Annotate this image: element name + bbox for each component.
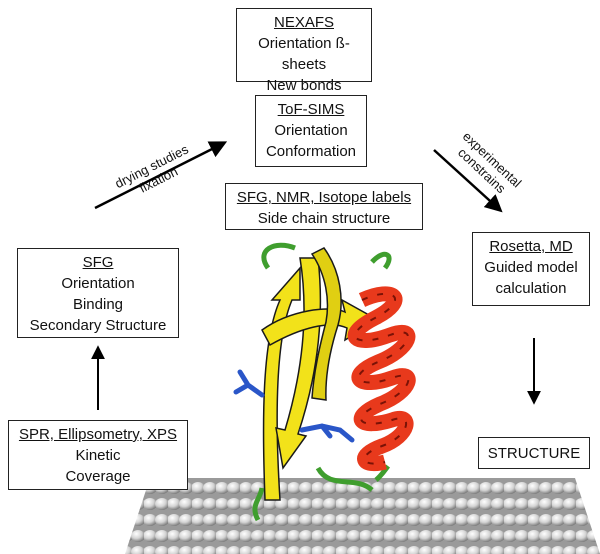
nexafs-line-1: Orientation ß-sheets <box>258 35 350 73</box>
rosetta-line-2: calculation <box>495 280 567 297</box>
protein-loop <box>261 242 296 270</box>
spr-box: SPR, Ellipsometry, XPS Kinetic Coverage <box>8 420 188 490</box>
rosetta-heading: Rosetta, MD <box>489 238 573 255</box>
nexafs-heading: NEXAFS <box>273 14 334 31</box>
side-chain <box>299 423 355 443</box>
protein-loop <box>252 487 265 522</box>
rosetta-box: Rosetta, MD Guided model calculation <box>472 232 590 306</box>
atom-surface <box>125 478 600 554</box>
protein-loop <box>315 466 374 493</box>
tofsims-line-1: Orientation <box>274 122 348 139</box>
sfg-nmr-line-1: Side chain structure <box>257 210 391 227</box>
sfg-heading: SFG <box>82 254 114 271</box>
tofsims-line-2: Conformation <box>265 143 357 160</box>
beta-strand <box>310 247 342 401</box>
sfg-line-2: Binding <box>72 296 124 313</box>
sfg-box: SFG Orientation Binding Secondary Struct… <box>17 248 179 338</box>
arrow-experimental <box>433 149 503 213</box>
rosetta-line-1: Guided model <box>484 259 578 276</box>
tofsims-box: ToF-SIMS Orientation Conformation <box>255 95 367 167</box>
sfg-nmr-heading: SFG, NMR, Isotope labels <box>236 189 412 206</box>
protein-loop <box>374 464 391 482</box>
protein-model <box>233 242 416 522</box>
tofsims-heading: ToF-SIMS <box>277 101 345 118</box>
spr-heading: SPR, Ellipsometry, XPS <box>18 426 178 443</box>
structure-label: STRUCTURE <box>487 445 581 462</box>
spr-line-2: Coverage <box>65 468 131 485</box>
arrow-drying <box>94 141 228 210</box>
nexafs-line-2: New bonds <box>266 77 342 94</box>
side-chain <box>233 369 265 398</box>
alpha-helix <box>347 286 416 472</box>
nexafs-box: NEXAFS Orientation ß-sheets New bonds <box>236 8 372 94</box>
spr-line-1: Kinetic <box>75 447 121 464</box>
structure-box: STRUCTURE <box>478 437 590 469</box>
sfg-nmr-box: SFG, NMR, Isotope labels Side chain stru… <box>225 183 423 230</box>
sfg-line-3: Secondary Structure <box>29 317 167 334</box>
sfg-line-1: Orientation <box>61 275 135 292</box>
protein-loop <box>370 251 392 270</box>
